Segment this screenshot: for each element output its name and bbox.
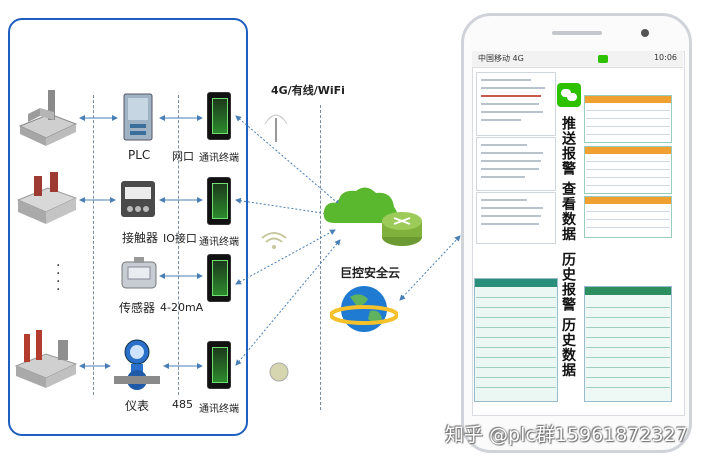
- comm-terminal-3: [207, 254, 231, 302]
- feature-text-col2: 历史报警 历史数据: [560, 252, 576, 378]
- cloud-icon: [323, 187, 398, 223]
- phone-speaker: [552, 31, 602, 35]
- contactor-icon: [121, 181, 155, 217]
- interface-label-4: 485: [172, 398, 193, 411]
- plc-icon: [123, 93, 153, 141]
- wechat-status-icon: [598, 55, 608, 63]
- terminal-label-2: 通讯终端: [199, 237, 239, 248]
- interface-label-3: 4-20mA: [160, 301, 204, 314]
- terminal-label-4: 通讯终端: [199, 404, 239, 415]
- data-grid-3: [584, 196, 672, 238]
- screen-message-1: [476, 72, 556, 136]
- phone-camera: [641, 29, 649, 37]
- device-group-frame: [8, 18, 248, 436]
- router-icon: [382, 212, 422, 246]
- wechat-icon: [557, 83, 581, 107]
- comm-terminal-4: [207, 341, 231, 389]
- wifi-icon: [261, 232, 287, 249]
- separator-right: [178, 95, 179, 395]
- cloud-label: 巨控安全云: [340, 266, 401, 280]
- globe-icon: [330, 286, 398, 332]
- device-label-sensor: 传感器: [119, 301, 156, 315]
- separator-left: [93, 95, 94, 395]
- feature-text-col1: 推送报警 查看数据: [560, 116, 576, 242]
- history-alarm-table: [474, 278, 558, 402]
- time-label: 10:06: [653, 53, 677, 62]
- network-label: 4G/有线/WiFi: [271, 84, 345, 97]
- interface-label-1: 网口: [172, 150, 194, 163]
- ethernet-icon: [269, 362, 289, 382]
- device-label-meter: 仪表: [125, 399, 150, 413]
- device-label-plc: PLC: [128, 148, 151, 162]
- data-grid-2: [584, 146, 672, 194]
- screen-message-2: [476, 137, 556, 191]
- comm-terminal-1: [207, 92, 231, 140]
- interface-label-2: IO接口: [163, 232, 197, 245]
- device-label-contactor: 接触器: [122, 231, 159, 245]
- terminal-label-1: 通讯终端: [199, 153, 239, 164]
- factory-icon-2: [16, 172, 78, 224]
- factory-icon-3: [14, 330, 78, 388]
- status-bar: 中国移动 4G 10:06: [472, 51, 683, 68]
- carrier-label: 中国移动 4G: [478, 54, 524, 63]
- ellipsis-dots: ····: [56, 258, 61, 298]
- factory-icon-1: [18, 90, 78, 146]
- antenna-icon: [264, 114, 288, 142]
- watermark-text: 知乎 @plc群15961872327: [445, 424, 688, 446]
- comm-terminal-2: [207, 177, 231, 225]
- history-data-table: [584, 286, 672, 402]
- meter-icon: [114, 339, 160, 390]
- sensor-icon: [121, 257, 157, 289]
- data-grid-1: [584, 95, 672, 143]
- screen-message-3: [476, 192, 556, 244]
